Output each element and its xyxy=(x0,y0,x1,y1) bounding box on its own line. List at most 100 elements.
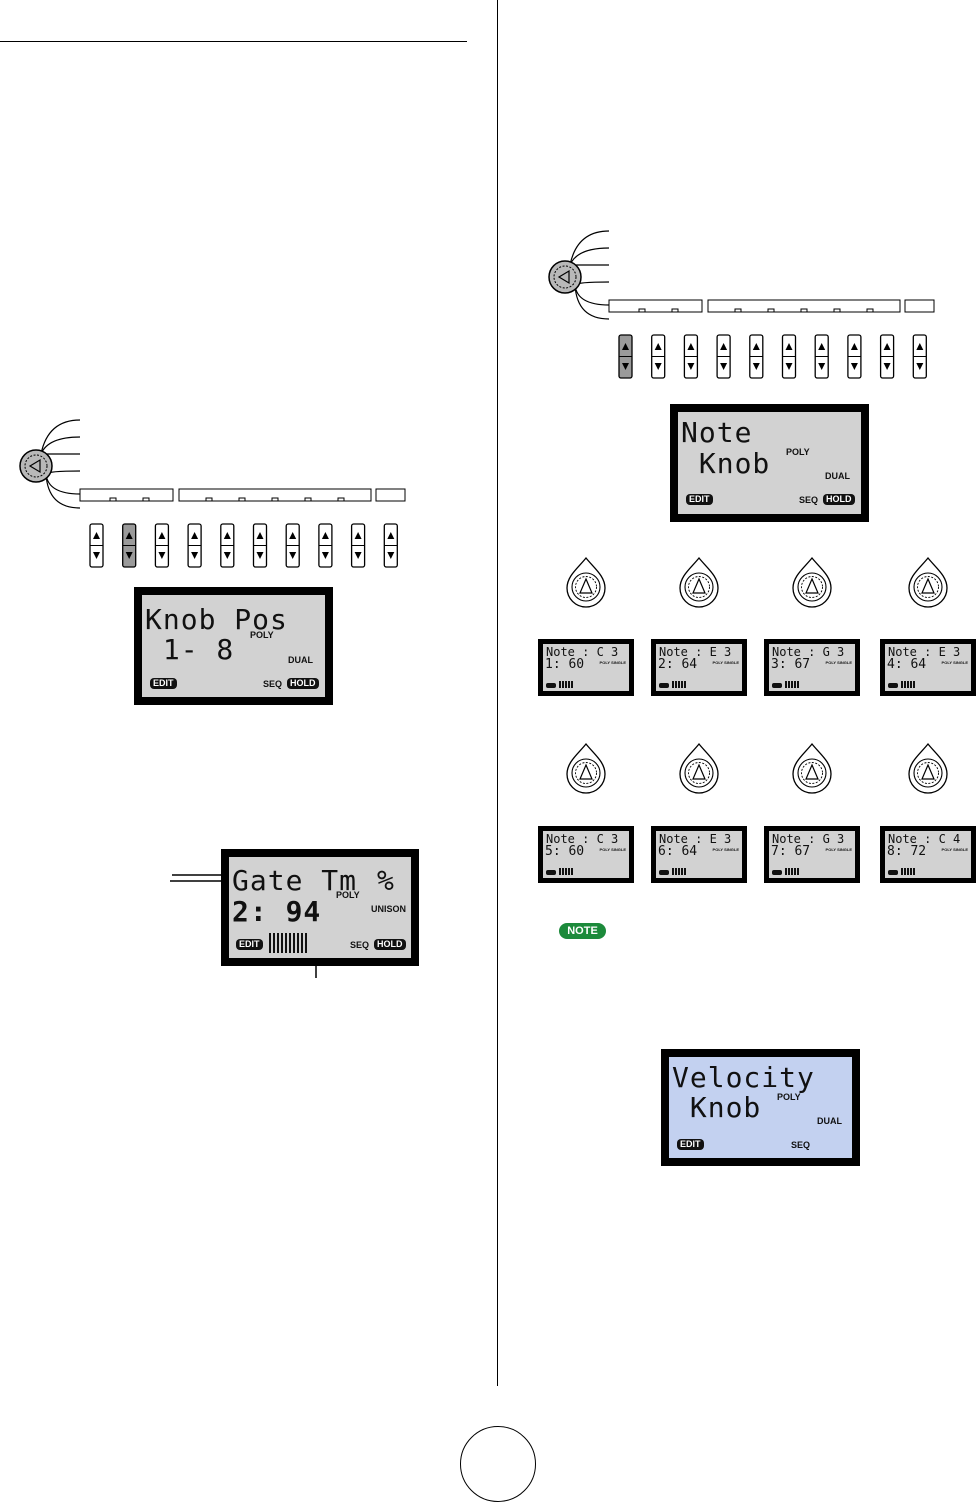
left-panel-diagram xyxy=(19,419,406,568)
step-switch-8 xyxy=(318,523,333,568)
display-line1: Knob Pos xyxy=(145,603,288,636)
step-switch-4 xyxy=(716,334,731,379)
selector-lead xyxy=(45,473,81,495)
step-note-label: Note : E 3 xyxy=(888,645,961,659)
step-mode: POLY SINGLE xyxy=(599,660,626,665)
step-note-label: Note : C 3 xyxy=(546,832,619,846)
knob-pos-display: Knob Pos 1- 8 POLY DUAL EDIT SEQ HOLD xyxy=(134,587,333,705)
velocity-line1: Velocity xyxy=(672,1061,815,1094)
selector-lead xyxy=(574,284,610,320)
gate-seq: SEQ xyxy=(350,940,370,950)
step-switch-7 xyxy=(814,334,829,379)
level-segment xyxy=(269,933,271,953)
step-note-label: Note : G 3 xyxy=(772,832,845,846)
step-switch-2 xyxy=(122,523,137,568)
seq-label: SEQ xyxy=(263,679,283,689)
step-switch-7 xyxy=(285,523,300,568)
level-bar xyxy=(559,868,573,875)
gate-line1: Gate Tm xyxy=(232,864,358,897)
top-left-rule xyxy=(0,41,467,42)
step-switch-1 xyxy=(618,334,633,379)
gate-unit: % xyxy=(377,864,395,897)
level-segment xyxy=(277,933,279,953)
switch-group-bracket xyxy=(375,488,406,502)
voice-label: DUAL xyxy=(288,655,313,665)
note-badge: NOTE xyxy=(559,923,606,939)
step-mode: POLY SINGLE xyxy=(712,660,739,665)
edit-tag xyxy=(772,870,782,875)
step-knob-5 xyxy=(566,742,606,794)
step-note-value: 1: 60 xyxy=(545,657,585,672)
velocity-line2: Knob xyxy=(672,1091,762,1124)
step-switch-10 xyxy=(383,523,398,568)
edit-tag xyxy=(659,683,669,688)
step-switch-6 xyxy=(252,523,268,568)
step-switch-9 xyxy=(879,334,895,379)
step-note-value: 4: 64 xyxy=(887,657,927,672)
level-segment xyxy=(281,933,283,953)
level-segment xyxy=(301,933,303,953)
step-note-label: Note : C 4 xyxy=(888,832,961,846)
edit-tag xyxy=(772,683,782,688)
edit-tag xyxy=(546,683,556,688)
edit-tag xyxy=(888,870,898,875)
edit-tag xyxy=(888,683,898,688)
level-segment xyxy=(305,933,307,953)
level-segment xyxy=(289,933,291,953)
gate-voice: UNISON xyxy=(371,904,407,914)
gate-hold-tag: HOLD xyxy=(374,939,406,950)
step-note-label: Note : C 3 xyxy=(546,645,619,659)
note-line2: Knob xyxy=(681,447,771,480)
note-knob-display: Note Knob POLY DUAL EDIT SEQ HOLD xyxy=(670,404,869,522)
note-hold-tag: HOLD xyxy=(823,494,855,505)
step-switch-3 xyxy=(683,334,699,379)
step-switch-5 xyxy=(749,334,764,379)
velocity-edit-tag: EDIT xyxy=(677,1139,704,1150)
selector-lead xyxy=(569,247,610,266)
level-segment xyxy=(273,933,275,953)
selector-lead xyxy=(40,419,81,455)
step-note-value: 5: 60 xyxy=(545,844,585,859)
level-bar xyxy=(672,681,686,688)
step-switch-10 xyxy=(912,334,927,379)
switch-group-bracket xyxy=(608,299,703,313)
step-note-value: 7: 67 xyxy=(771,844,811,859)
level-bar xyxy=(785,868,799,875)
velocity-seq: SEQ xyxy=(791,1140,811,1150)
display-line2: 1- 8 xyxy=(145,633,235,666)
edit-tag: EDIT xyxy=(150,678,177,689)
step-knob-7 xyxy=(792,742,832,794)
step-mode: POLY SINGLE xyxy=(941,847,968,852)
gate-line2: 2: 94 xyxy=(232,895,322,928)
step-note-value: 8: 72 xyxy=(887,844,927,859)
step-knob-8 xyxy=(908,742,948,794)
step-note-value: 6: 64 xyxy=(658,844,698,859)
page-number-circle xyxy=(460,1426,536,1502)
gate-time-display: Gate Tm % 2: 94 POLY UNISON EDIT SEQ HOL… xyxy=(221,849,419,966)
level-segment xyxy=(297,933,299,953)
step-switch-4 xyxy=(187,523,202,568)
note-line1: Note xyxy=(681,416,753,449)
step-mode: POLY SINGLE xyxy=(825,660,852,665)
selector-lead xyxy=(45,473,81,509)
step-switch-2 xyxy=(651,334,666,379)
step-note-value: 2: 64 xyxy=(658,657,698,672)
gate-mode: POLY xyxy=(336,890,360,900)
switch-group-bracket xyxy=(79,488,174,502)
note-seq: SEQ xyxy=(799,495,819,505)
note-voice: DUAL xyxy=(825,471,850,481)
step-knob-4 xyxy=(908,556,948,608)
step-mode: POLY SINGLE xyxy=(712,847,739,852)
gate-level-bar xyxy=(269,933,307,953)
selector-lead xyxy=(574,284,610,306)
level-bar xyxy=(559,681,573,688)
step-mode: POLY SINGLE xyxy=(599,847,626,852)
